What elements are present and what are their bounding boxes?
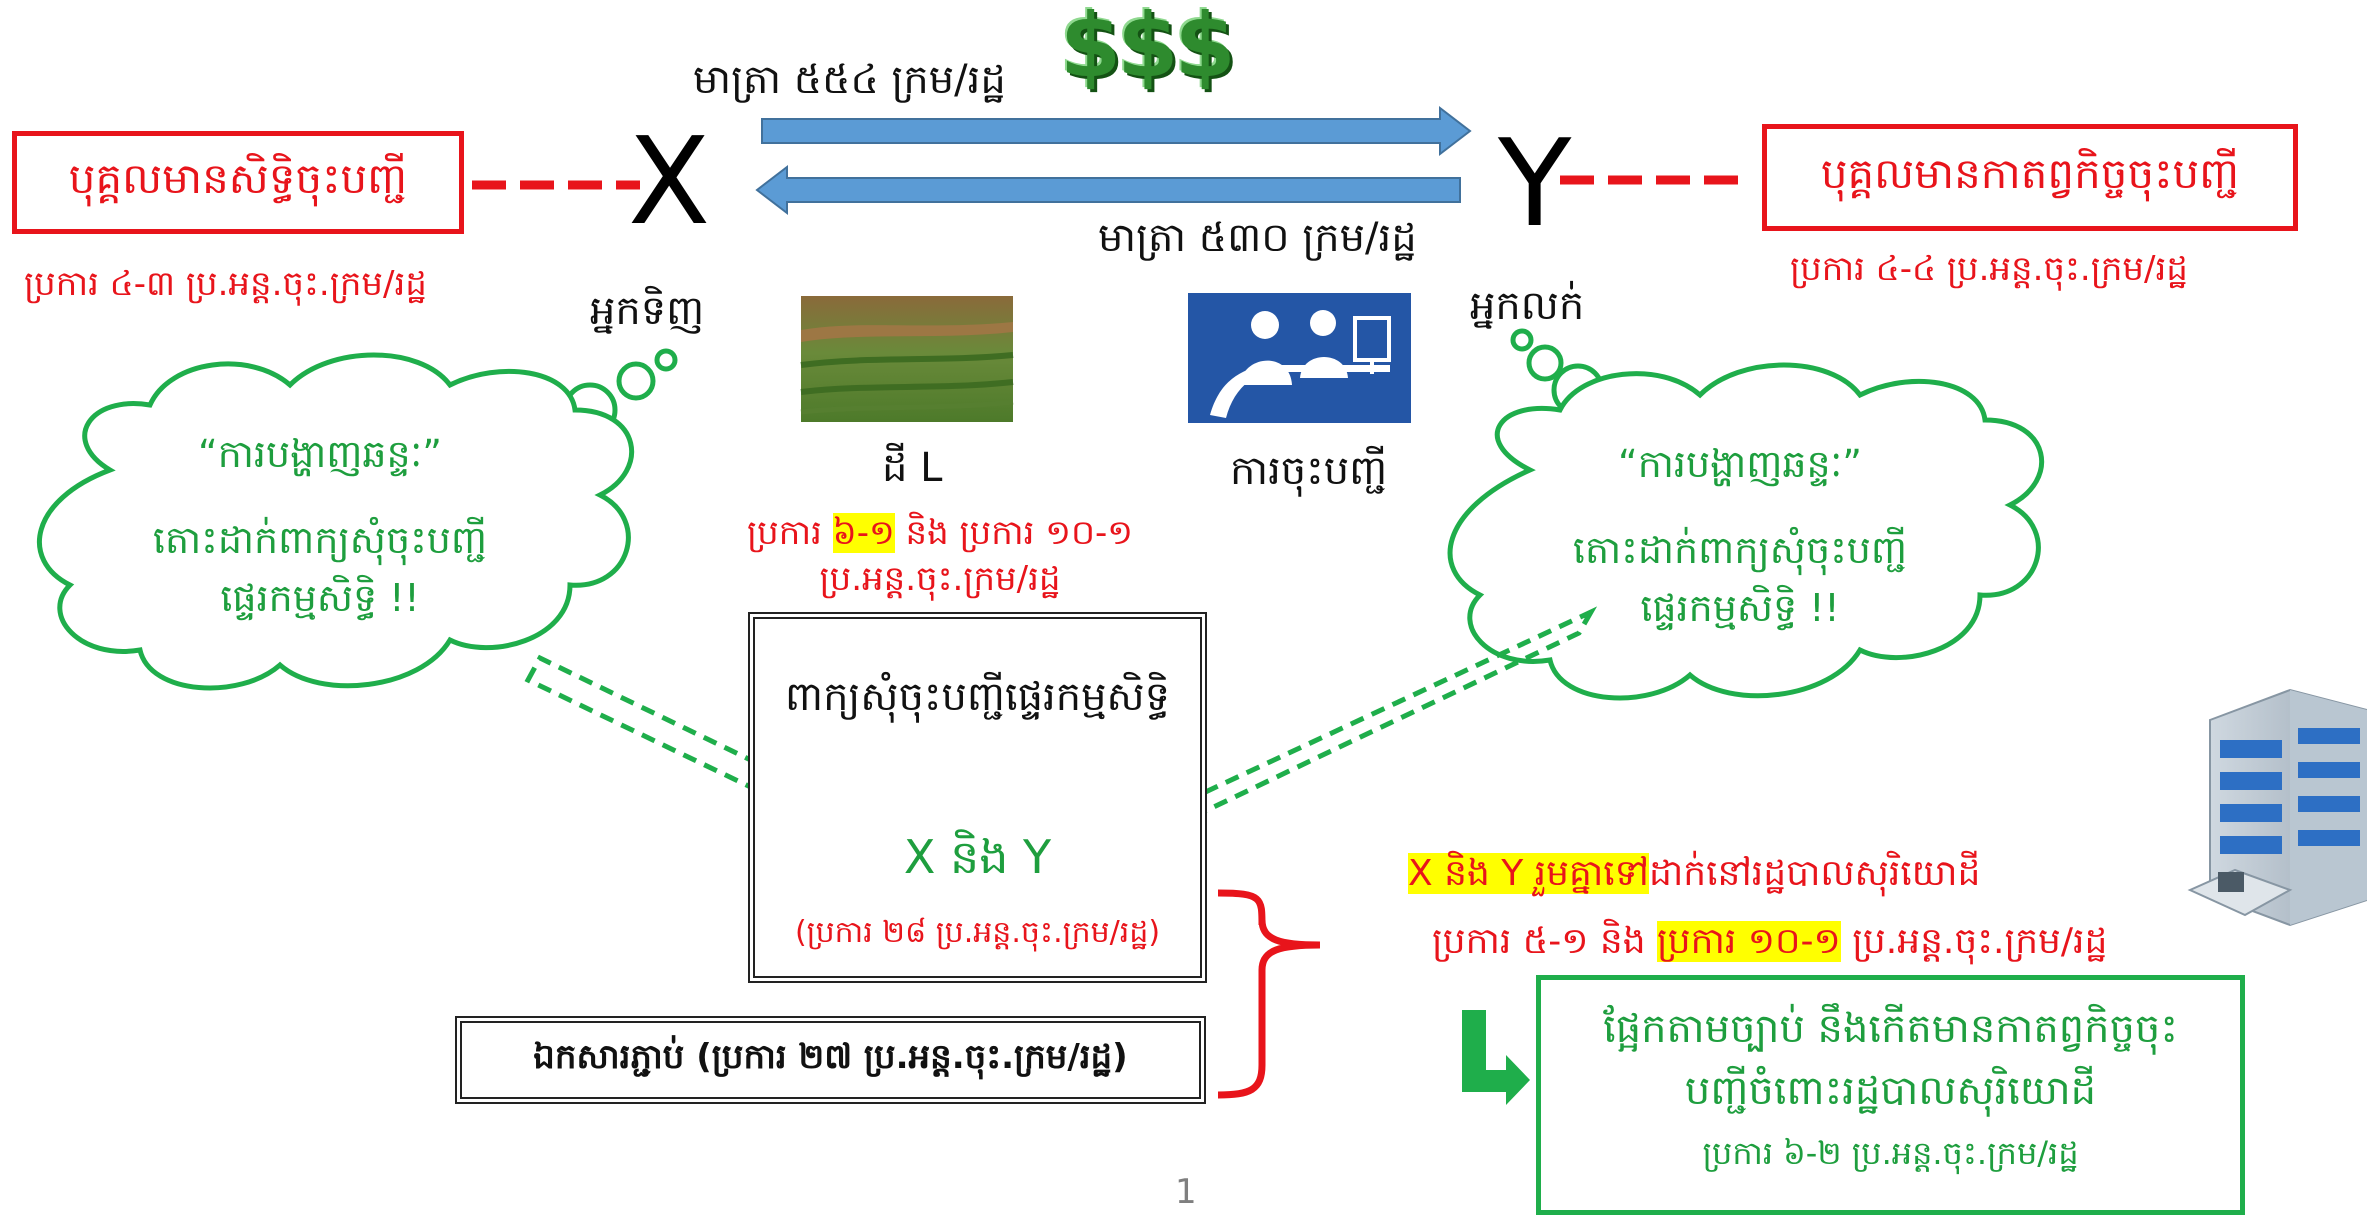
top-arrow-label: មាត្រា ៥៥៤ ក្រម/រដ្ឋ <box>693 57 1006 103</box>
bottom-arrow-label: មាត្រា ៥៣០ ក្រម/រដ្ឋ <box>1098 215 1417 261</box>
admin-note: X និង Y រួមគ្នាទៅដាក់នៅរដ្ឋបាលសុរិយោដី <box>1408 850 1980 903</box>
result-line1: ផ្អែកតាមច្បាប់ នឹងកើតមានកាតព្វកិច្ចចុះ <box>1603 1006 2178 1052</box>
admin-citation-highlight: ប្រការ ១០-១ <box>1657 921 1841 962</box>
center-citation-line2: ប្រ.អន្ត.ចុះ.ក្រម/រដ្ឋ <box>819 559 1061 599</box>
left-cloud-line1: តោះដាក់ពាក្យសុំចុះបញ្ជី <box>152 518 488 562</box>
left-cloud-quote: “ការបង្ហាញឆន្ទៈ” <box>198 432 442 476</box>
application-box: ពាក្យសុំចុះបញ្ជីផ្ទេរកម្មសិទ្ធិ X និង Y … <box>748 612 1207 983</box>
obliged-person-label: បុគ្គលមានកាតព្វកិច្ចចុះបញ្ជី <box>1820 148 2240 198</box>
registration-caption: ការចុះបញ្ជី <box>1230 448 1388 494</box>
attachment-label: ឯកសារភ្ជាប់ (ប្រការ ២៧ ប្រ.អន្ត.ចុះ.ក្រម… <box>533 1037 1128 1077</box>
center-citation-prefix: ប្រការ <box>746 513 833 553</box>
entitled-person-box: បុគ្គលមានសិទ្ធិចុះបញ្ជី <box>12 131 464 234</box>
entitled-person-label: បុគ្គលមានសិទ្ធិចុះបញ្ជី <box>68 153 408 203</box>
admin-note-rest: ដាក់នៅរដ្ឋបាលសុរិយោដី <box>1648 853 1981 894</box>
left-cloud-text: “ការបង្ហាញឆន្ទៈ” តោះដាក់ពាក្យសុំចុះបញ្ជី… <box>70 425 570 627</box>
party-y-letter: Y <box>1498 115 1572 254</box>
left-thought-cloud <box>36 348 678 691</box>
right-cloud-line2: ផ្ទេរកម្មសិទ្ធិ !! <box>1640 586 1840 630</box>
attachment-box: ឯកសារភ្ជាប់ (ប្រការ ២៧ ប្រ.អន្ត.ចុះ.ក្រម… <box>455 1016 1206 1104</box>
green-l-arrow <box>1462 1010 1530 1105</box>
application-title: ពាក្យសុំចុះបញ្ជីផ្ទេរកម្មសិទ្ធិ <box>785 674 1170 720</box>
land-caption: ដី L <box>882 445 943 491</box>
result-box: ផ្អែកតាមច្បាប់ នឹងកើតមានកាតព្វកិច្ចចុះ ប… <box>1536 975 2245 1215</box>
red-brace <box>1217 889 1321 1099</box>
admin-citation-prefix: ប្រការ ៥-១ និង <box>1432 921 1658 962</box>
dollar-icon: $$$ <box>1060 0 1236 97</box>
center-citation-rest: និង ប្រការ ១០-១ <box>894 513 1134 553</box>
admin-citation-rest: ប្រ.អន្ត.ចុះ.ក្រម/រដ្ឋ <box>1840 921 2108 962</box>
registration-office-icon <box>1188 293 1411 423</box>
page-number: 1 <box>1175 1172 1197 1212</box>
land-photo <box>800 296 1014 422</box>
building-icon <box>2187 688 2367 927</box>
transfer-arrow-right <box>761 105 1472 157</box>
right-thought-cloud <box>1447 328 2045 701</box>
y-citation: ប្រការ ៤-៤ ប្រ.អន្ត.ចុះ.ក្រម/រដ្ឋ <box>1790 249 2188 289</box>
buyer-label: អ្នកទិញ <box>590 288 705 334</box>
application-parties: X និង Y <box>903 830 1052 884</box>
center-citation-highlight: ៦-១ <box>832 513 895 553</box>
admin-note-highlight: X និង Y រួមគ្នាទៅ <box>1408 853 1649 894</box>
admin-citation: ប្រការ ៥-១ និង ប្រការ ១០-១ ប្រ.អន្ត.ចុះ.… <box>1432 918 2107 971</box>
seller-label: អ្នកលក់ <box>1470 283 1585 329</box>
center-citation: ប្រការ ៦-១ និង ប្រការ ១០-១ ប្រ.អន្ត.ចុះ.… <box>700 510 1180 602</box>
left-cloud-line2: ផ្ទេរកម្មសិទ្ធិ !! <box>220 576 420 620</box>
x-citation: ប្រការ ៤-៣ ប្រ.អន្ត.ចុះ.ក្រម/រដ្ឋ <box>24 264 427 304</box>
result-line2: បញ្ជីចំពោះរដ្ឋបាលសុរិយោដី <box>1684 1068 2097 1114</box>
result-citation: ប្រការ ៦-២ ប្រ.អន្ត.ចុះ.ក្រម/រដ្ឋ <box>1702 1134 2079 1172</box>
right-cloud-text: “ការបង្ហាញឆន្ទៈ” តោះដាក់ពាក្យសុំចុះបញ្ជី… <box>1490 435 1990 637</box>
right-cloud-line1: តោះដាក់ពាក្យសុំចុះបញ្ជី <box>1572 528 1908 572</box>
party-x-letter: X <box>628 113 711 252</box>
obliged-person-box: បុគ្គលមានកាតព្វកិច្ចចុះបញ្ជី <box>1762 124 2298 231</box>
right-cloud-quote: “ការបង្ហាញឆន្ទៈ” <box>1618 442 1862 486</box>
transfer-arrow-left <box>755 164 1461 216</box>
application-citation: (ប្រការ ២៨ ប្រ.អន្ត.ចុះ.ក្រម/រដ្ឋ) <box>794 915 1161 950</box>
